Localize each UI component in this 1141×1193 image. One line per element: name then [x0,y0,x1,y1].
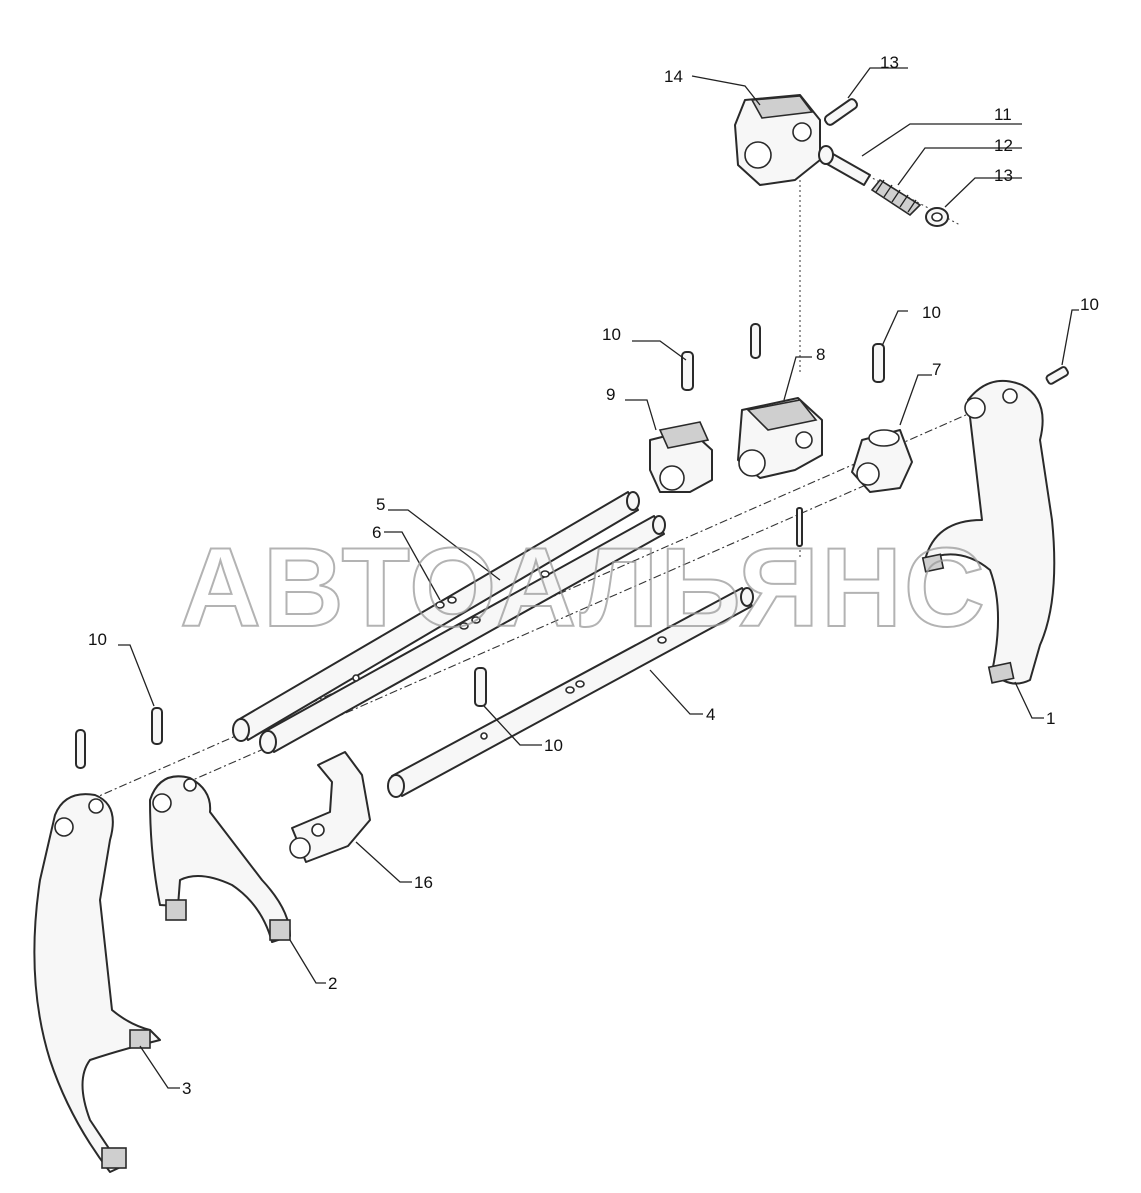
callout-10-c: 10 [1080,295,1099,314]
callout-9: 9 [606,385,615,404]
part-2-shift-fork-medium [149,775,291,943]
part-9-block [649,421,713,493]
callout-2: 2 [328,974,337,993]
callout-1: 1 [1046,709,1055,728]
callout-10-b: 10 [922,303,941,322]
callout-5: 5 [376,495,385,514]
callout-15: 14 [664,67,683,86]
callout-8: 8 [816,345,825,364]
callout-12: 12 [994,136,1013,155]
part-1-shift-fork-large [921,379,1056,685]
callout-10-e: 10 [544,736,563,755]
callout-3: 3 [182,1079,191,1098]
part-3-shift-fork-tall [33,793,161,1173]
part-5-shift-rail [232,491,640,742]
callout-4: 4 [706,705,715,724]
part-10-roll-pins [75,323,1069,769]
part-4-shift-rail [387,587,754,798]
callout-10-a: 10 [602,325,621,344]
part-8-selector-block [737,397,823,479]
callout-6: 6 [372,523,381,542]
callout-7: 7 [932,360,941,379]
part-15-detent-housing [734,94,821,186]
part-12-spring [870,178,922,217]
part-7-collar [851,429,913,493]
callout-16: 16 [414,873,433,892]
callout-14: 13 [880,53,899,72]
leader-lines [118,67,1079,1089]
rail-detent-notches [352,570,550,682]
callout-13: 13 [994,166,1013,185]
part-14-pin [823,98,859,126]
callout-labels: 14 13 11 12 13 10 8 10 10 7 9 5 6 10 1 4… [88,53,1099,1098]
part-16-lug [289,751,371,863]
callout-10-d: 10 [88,630,107,649]
part-11-plunger [818,145,871,186]
part-6-shift-rail [259,515,666,754]
part-13-plug [925,207,949,227]
watermark: АВТОАЛЬЯНС [180,525,987,650]
callout-11: 11 [994,105,1012,124]
